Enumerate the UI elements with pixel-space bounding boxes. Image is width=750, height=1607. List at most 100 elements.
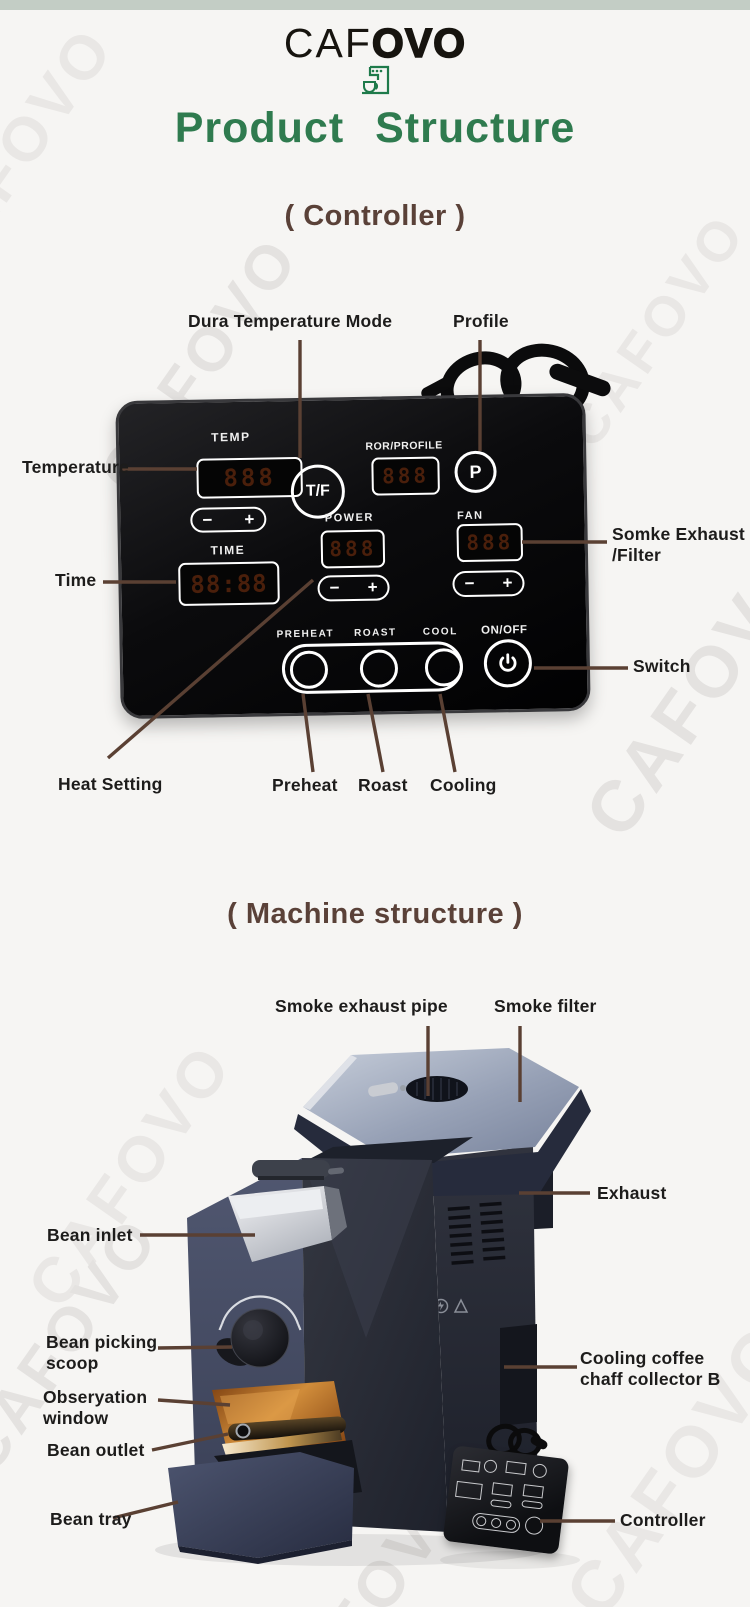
- knob-rotation-arc: [218, 1295, 302, 1331]
- ror-profile-label: ROR/PROFILE: [365, 439, 443, 453]
- power-adjust-button: −+: [317, 574, 390, 602]
- coffee-machine-icon: [357, 63, 393, 102]
- callout-switch: Switch: [633, 656, 691, 676]
- chaff-collector-shape: [500, 1324, 537, 1426]
- cool-button: [424, 648, 464, 687]
- time-label: TIME: [210, 542, 246, 558]
- minus-icon: −: [329, 578, 340, 598]
- time-display: 88:88: [178, 561, 280, 607]
- mini-button: [490, 1517, 502, 1529]
- callout-cooling: Cooling: [430, 775, 497, 795]
- fan-display: 888: [456, 523, 524, 563]
- callout-bean-tray: Bean tray: [50, 1509, 132, 1529]
- callout-observation-line1: Obseryation: [43, 1387, 148, 1407]
- smoke-exhaust-vent: [406, 1076, 468, 1102]
- callout-bean-inlet: Bean inlet: [47, 1225, 133, 1245]
- minus-icon: −: [202, 509, 213, 530]
- ror-profile-display: 888: [371, 456, 440, 496]
- fan-adjust-button: −+: [452, 570, 525, 598]
- callout-bean-picking-scoop: Bean picking scoop: [46, 1332, 157, 1374]
- drum-hub: [235, 1423, 251, 1439]
- roast-button: [359, 649, 399, 688]
- callout-exhaust: Exhaust: [597, 1183, 667, 1203]
- body-top-face: [233, 1137, 473, 1198]
- mini-display: [522, 1484, 544, 1499]
- callout-time: Time: [55, 570, 97, 590]
- bean-outlet-glow: [222, 1430, 342, 1456]
- temp-adjust-button: −+: [190, 506, 267, 533]
- callout-smoke-exhaust-pipe: Smoke exhaust pipe: [275, 996, 448, 1016]
- lid-latch: [368, 1082, 399, 1097]
- controller-section-heading: ( Controller ): [284, 200, 466, 232]
- callout-line-bean-outlet: [151, 1432, 229, 1452]
- callout-bean-picking-line2: scoop: [46, 1353, 99, 1373]
- brand-logo-caf: CAF: [283, 20, 372, 66]
- bean-picking-knob: [230, 1308, 290, 1368]
- power-display: 888: [320, 529, 386, 569]
- callout-dura-temperature-mode: Dura Temperature Mode: [188, 311, 393, 331]
- roaster-drum: [228, 1416, 346, 1441]
- bean-inlet-handle-shadow: [258, 1176, 324, 1180]
- mini-display: [461, 1459, 481, 1473]
- callout-temperature: Temperature: [22, 457, 129, 477]
- body-facet-highlight: [302, 1158, 432, 1338]
- observation-window-shape: [212, 1381, 348, 1462]
- mini-button-group: [471, 1512, 521, 1534]
- controller-panel: TEMP 888 −+ T/F ROR/PROFILE 888 P TIME 8…: [115, 392, 591, 720]
- mini-button: [505, 1519, 517, 1531]
- onoff-label: ON/OFF: [480, 623, 528, 637]
- power-switch-button: [483, 638, 533, 688]
- machine-section-heading: ( Machine structure ): [227, 898, 523, 930]
- profile-button: P: [454, 450, 497, 494]
- temp-label: TEMP: [211, 429, 251, 445]
- bean-inlet-pin: [328, 1167, 344, 1175]
- callout-observation-line2: window: [43, 1408, 109, 1428]
- vent-slots: [447, 1201, 506, 1265]
- plus-icon: +: [244, 509, 255, 529]
- mini-button: [483, 1459, 498, 1474]
- bean-tray-bottom-edge: [178, 1540, 352, 1564]
- bean-outlet-shape: [214, 1440, 362, 1506]
- bean-inlet-highlight: [231, 1189, 323, 1219]
- window-glare: [220, 1389, 300, 1424]
- lid-latch-pin: [400, 1085, 406, 1091]
- body-left-face: [187, 1158, 306, 1524]
- callout-controller: Controller: [620, 1510, 706, 1530]
- power-label: POWER: [324, 511, 374, 525]
- bean-inlet-inner: [324, 1186, 347, 1240]
- callout-collector-line1: Cooling coffee: [580, 1348, 705, 1368]
- mini-button: [521, 1499, 543, 1510]
- callout-heat-setting: Heat Setting: [58, 774, 163, 794]
- mini-controller-shadow: [440, 1551, 580, 1569]
- plus-icon: +: [502, 573, 513, 593]
- tf-button: T/F: [290, 464, 346, 520]
- callout-roast: Roast: [358, 775, 408, 795]
- mini-display: [505, 1460, 527, 1476]
- minus-icon: −: [464, 573, 475, 594]
- power-icon: [499, 653, 517, 672]
- mini-controller: [442, 1445, 570, 1555]
- mini-display: [491, 1482, 513, 1497]
- mode-button-group: [281, 641, 464, 695]
- mini-display: [455, 1480, 483, 1500]
- callout-line-bean-picking: [157, 1345, 233, 1350]
- callout-smoke-line1: Somke Exhaust: [612, 524, 745, 544]
- mini-button: [524, 1515, 545, 1536]
- lid-edge-highlight: [303, 1055, 357, 1110]
- lid-neck: [468, 1154, 553, 1233]
- mini-button: [490, 1499, 512, 1509]
- callout-bean-outlet: Bean outlet: [47, 1440, 145, 1460]
- watermark: CAFOVO: [570, 528, 750, 852]
- warning-icons: [433, 1298, 469, 1314]
- callout-profile: Profile: [453, 311, 509, 331]
- knob-stem: [216, 1338, 252, 1366]
- callout-cooling-collector: Cooling coffee chaff collector B: [580, 1348, 721, 1390]
- temp-display: 888: [196, 456, 303, 499]
- callout-smoke-exhaust-filter: Somke Exhaust /Filter: [612, 524, 745, 566]
- callout-smoke-filter: Smoke filter: [494, 996, 597, 1016]
- callout-bean-picking-line1: Bean picking: [46, 1332, 158, 1352]
- knob-highlight: [243, 1320, 263, 1340]
- callout-preheat: Preheat: [272, 775, 338, 795]
- bean-tray-shape: [168, 1452, 354, 1558]
